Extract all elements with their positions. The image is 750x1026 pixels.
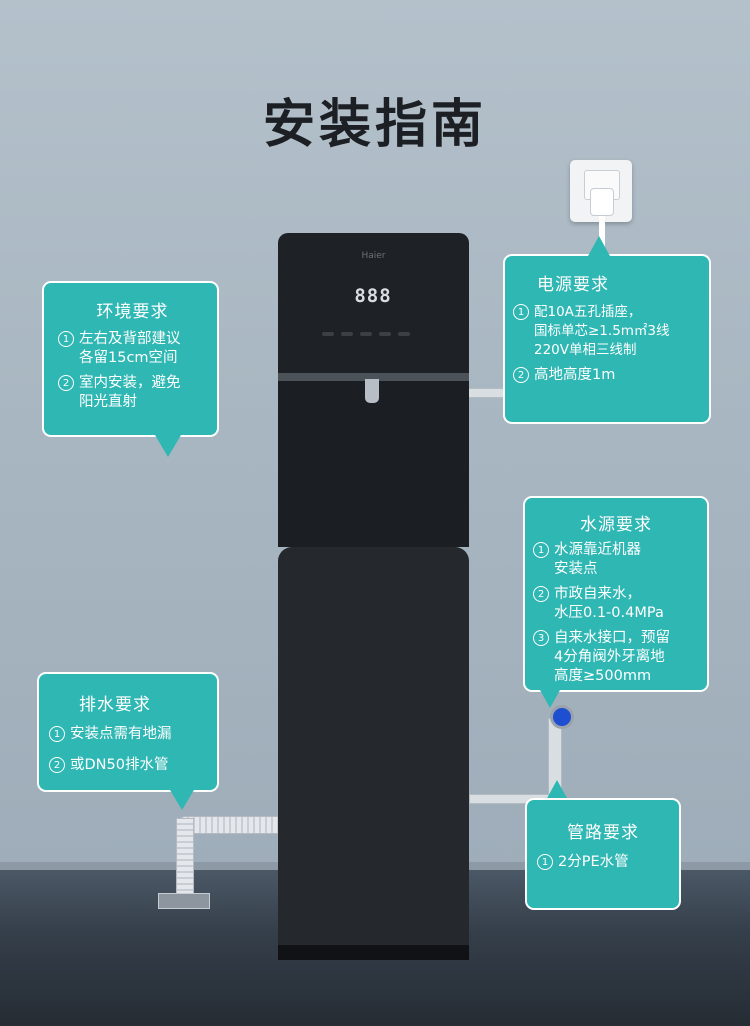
floor-drain-icon (158, 893, 210, 909)
item-number: 1 (533, 542, 549, 558)
pipe-callout: 管路要求 1 2分PE水管 (525, 798, 681, 910)
item-text: 室内安装，避免 阳光直射 (79, 375, 181, 410)
drain-callout-pointer (170, 790, 194, 810)
item-text: 安装点需有地漏 (70, 726, 172, 742)
item-number: 2 (49, 757, 65, 773)
item-text: 市政自来水， 水压0.1-0.4MPa (554, 586, 664, 621)
plug-icon (590, 188, 614, 216)
item-text: 2分PE水管 (558, 854, 629, 870)
item-text: 自来水接口，预留 4分角阀外牙离地 高度≥500mm (554, 630, 670, 684)
brand-logo: Haier (361, 251, 386, 261)
list-item: 2 室内安装，避免 阳光直射 (58, 374, 207, 412)
list-item: 2 或DN50排水管 (49, 756, 207, 775)
drain-hose-vertical (176, 818, 194, 900)
list-item: 1 左右及背部建议 各留15cm空间 (58, 330, 207, 368)
list-item: 1 配10A五孔插座， 国标单芯≥1.5m㎡3线 220V单相三线制 (513, 303, 703, 360)
item-number: 2 (513, 367, 529, 383)
environment-title: 环境要求 (96, 302, 169, 322)
power-cable-pipe (466, 388, 504, 398)
item-text: 或DN50排水管 (70, 757, 169, 773)
power-socket-icon (570, 160, 632, 222)
item-text: 左右及背部建议 各留15cm空间 (79, 331, 181, 366)
item-text: 水源靠近机器 安装点 (554, 542, 641, 577)
purifier-display: 888 (354, 285, 392, 307)
water-source-callout-pointer (540, 690, 560, 708)
list-item: 2 市政自来水， 水压0.1-0.4MPa (533, 585, 699, 623)
item-number: 1 (58, 331, 74, 347)
item-number: 1 (537, 854, 553, 870)
item-number: 1 (49, 726, 65, 742)
environment-callout: 环境要求 1 左右及背部建议 各留15cm空间 2 室内安装，避免 阳光直射 (42, 281, 219, 437)
pipe-title: 管路要求 (567, 823, 639, 843)
water-outlet-nozzle (365, 379, 379, 403)
list-item: 1 水源靠近机器 安装点 (533, 541, 699, 579)
water-source-title: 水源要求 (580, 515, 652, 535)
power-title: 电源要求 (537, 275, 609, 295)
pipe-callout-pointer (546, 780, 568, 800)
water-valve-icon (550, 705, 574, 729)
touch-buttons (322, 321, 432, 336)
list-item: 1 2分PE水管 (537, 853, 669, 872)
item-number: 1 (513, 304, 529, 320)
list-item: 1 安装点需有地漏 (49, 725, 207, 744)
item-text: 高地高度1m (534, 367, 616, 383)
list-item: 2 高地高度1m (513, 366, 703, 385)
water-purifier: Haier 888 (278, 233, 469, 960)
purifier-trim-band (278, 373, 469, 381)
purifier-middle-panel (278, 381, 469, 547)
power-callout-pointer (588, 236, 610, 256)
item-text: 配10A五孔插座， 国标单芯≥1.5m㎡3线 220V单相三线制 (534, 304, 670, 358)
purifier-cabinet (278, 547, 469, 960)
item-number: 3 (533, 630, 549, 646)
environment-callout-pointer (155, 435, 181, 457)
drain-callout: 排水要求 1 安装点需有地漏 2 或DN50排水管 (37, 672, 219, 792)
power-callout: 电源要求 1 配10A五孔插座， 国标单芯≥1.5m㎡3线 220V单相三线制 2… (503, 254, 711, 424)
item-number: 2 (58, 375, 74, 391)
list-item: 3 自来水接口，预留 4分角阀外牙离地 高度≥500mm (533, 629, 699, 686)
page-title: 安装指南 (262, 95, 487, 155)
purifier-top-panel: Haier 888 (278, 233, 469, 373)
drain-title: 排水要求 (79, 695, 151, 715)
item-number: 2 (533, 586, 549, 602)
purifier-base (278, 945, 469, 960)
